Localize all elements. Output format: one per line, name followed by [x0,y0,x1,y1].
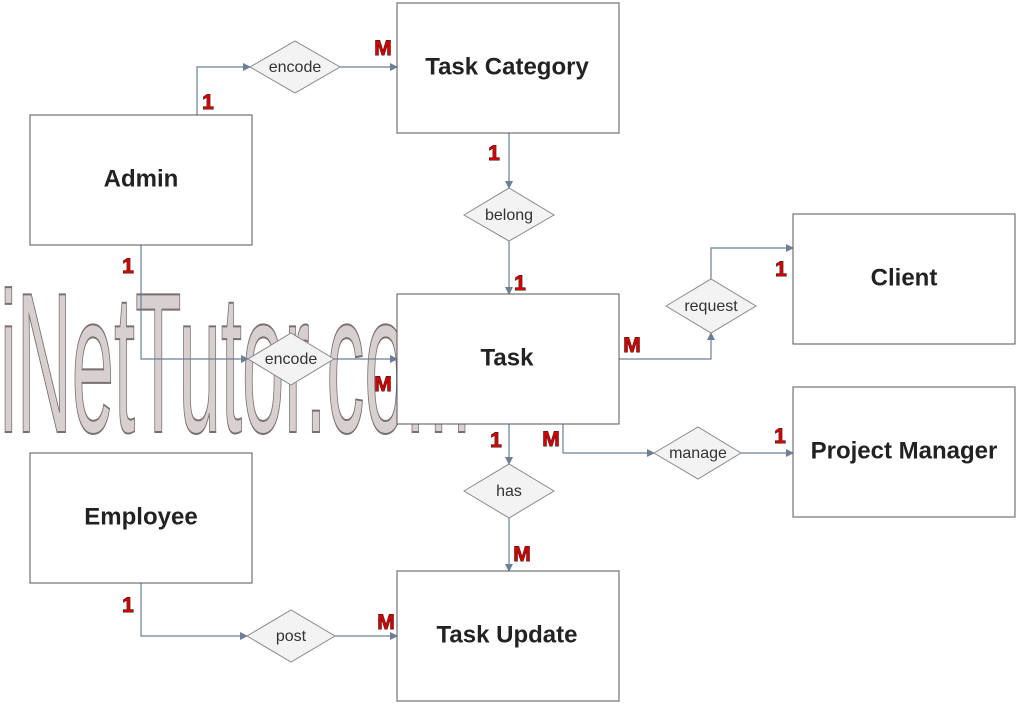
cardinality-employee-post: 1 [122,594,134,617]
cardinality-manage-project-manager: 1 [774,425,786,448]
entity-task-label: Task [481,344,535,371]
entity-task[interactable]: Task [396,293,620,425]
connector-task-manage [562,424,655,457]
entity-task-category[interactable]: Task Category [396,2,620,134]
relationship-encode-category-label: encode [269,59,322,76]
entity-task-update-label: Task Update [437,621,578,648]
cardinality-encode-category-task-category: M [374,37,392,60]
cardinality-post-task-update: M [377,611,395,634]
connector-admin-encode-task [140,245,249,363]
entity-admin-label: Admin [104,165,179,192]
relationship-encode-category[interactable]: encode [249,40,341,94]
entity-client-label: Client [871,264,938,291]
cardinality-request-client: 1 [775,258,787,281]
entity-project-manager[interactable]: Project Manager [792,386,1016,518]
cardinality-task-manage: M [542,428,560,451]
relationship-has[interactable]: has [463,463,555,519]
entity-project-manager-label: Project Manager [811,437,998,464]
relationship-encode-task-label: encode [265,351,318,368]
relationship-post-label: post [276,628,307,645]
cardinality-admin-encode-task: 1 [122,255,134,278]
cardinality-task-has: 1 [490,429,502,452]
relationship-post[interactable]: post [246,609,336,663]
cardinality-has-task-update: M [513,543,531,566]
cardinality-task-request: M [623,334,641,357]
relationship-has-label: has [496,483,522,500]
connector-request-client [710,244,794,279]
relationship-request[interactable]: request [665,278,757,334]
cardinality-labels: 1 M 1 1 1 M M 1 1 M M 1 1 M [122,37,788,635]
entity-client[interactable]: Client [792,213,1016,345]
relationship-encode-task[interactable]: encode [247,332,335,386]
cardinality-belong-task: 1 [514,272,526,295]
entity-employee-label: Employee [84,503,197,530]
entity-task-category-label: Task Category [425,53,589,80]
entity-admin[interactable]: Admin [29,114,253,246]
connector-admin-encode [196,63,251,115]
connector-task-request [619,332,715,360]
relationship-request-label: request [684,298,738,315]
entity-employee[interactable]: Employee [29,452,253,584]
cardinality-admin-encode-category: 1 [202,91,214,114]
connectors [140,63,794,640]
entity-task-update[interactable]: Task Update [396,570,620,702]
cardinality-encode-task-task: M [374,373,392,396]
relationship-manage-label: manage [669,445,727,462]
connector-employee-post [140,583,248,640]
cardinality-task-category-belong: 1 [488,142,500,165]
relationship-manage[interactable]: manage [653,426,742,480]
watermark-text: iNetTutor.com [0,252,470,475]
relationship-belong[interactable]: belong [463,187,555,242]
relationship-belong-label: belong [485,207,533,224]
